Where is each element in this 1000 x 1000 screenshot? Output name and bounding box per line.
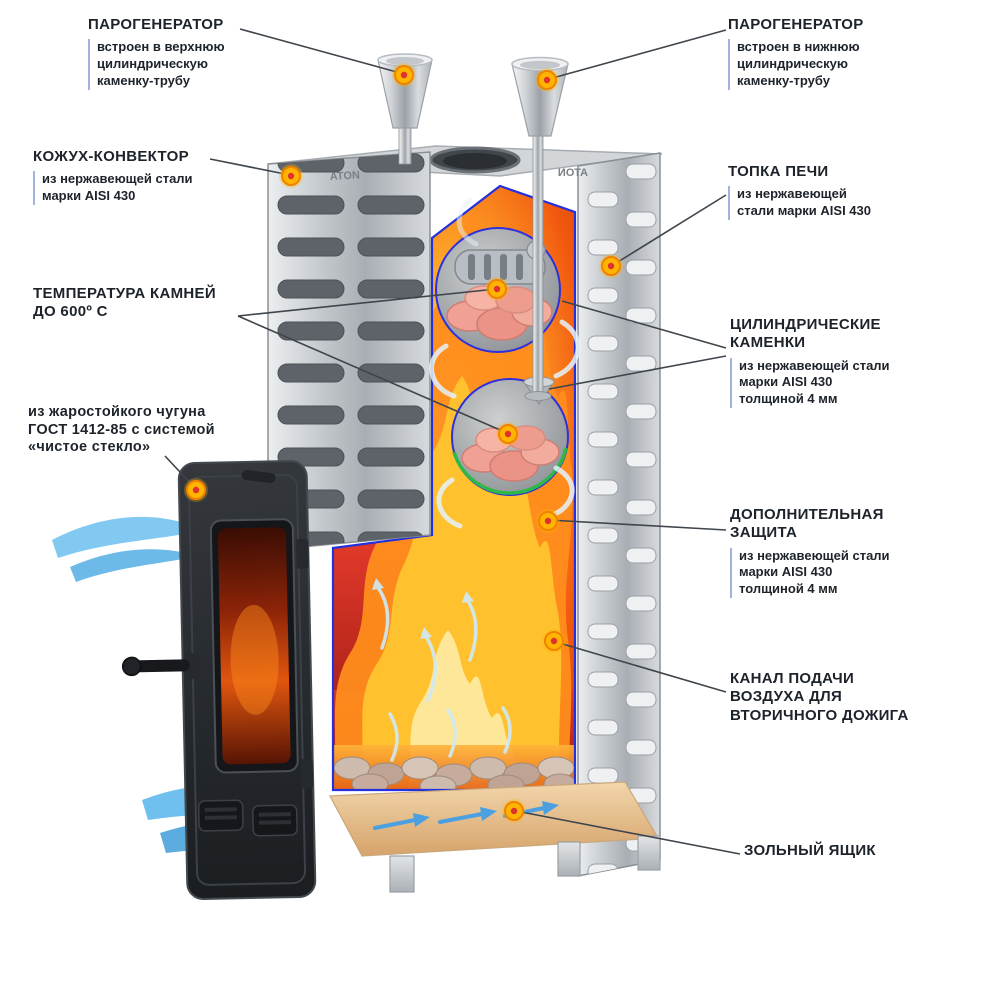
callout-body: из нержавеющей стали марки AISI 430 bbox=[728, 186, 948, 221]
marker-temp-lower bbox=[496, 422, 520, 446]
marker-zolnik bbox=[502, 799, 526, 823]
secondary-air-arrows bbox=[372, 578, 512, 762]
brand-logo-mirrored: ATON bbox=[558, 167, 588, 179]
callout-parogenerator-right: ПАРОГЕНЕРАТОР встроен в нижнюю цилиндрич… bbox=[728, 16, 948, 90]
callout-body: встроен в нижнюю цилиндрическую каменку-… bbox=[728, 39, 948, 90]
point-markers bbox=[184, 63, 623, 823]
callout-body: из нержавеющей стали марки AISI 430 толщ… bbox=[730, 547, 950, 599]
door-handle bbox=[127, 659, 190, 673]
callout-chugun: из жаростойкого чугуна ГОСТ 1412-85 с си… bbox=[28, 404, 268, 457]
door-hinge-bottom bbox=[300, 758, 314, 789]
marker-kanal bbox=[542, 629, 566, 653]
marker-topka bbox=[599, 254, 623, 278]
callout-title: ТОПКА ПЕЧИ bbox=[728, 163, 829, 180]
left-convector-casing: ATON bbox=[267, 151, 431, 551]
door-air-vents bbox=[197, 799, 298, 837]
stove-feet bbox=[389, 835, 661, 893]
door-hinge-top bbox=[296, 538, 309, 569]
callout-kamenki: ЦИЛИНДРИЧЕСКИЕ КАМЕНКИ из нержавеющей ст… bbox=[730, 316, 950, 409]
callout-title: ДОПОЛНИТЕЛЬНАЯ ЗАЩИТА bbox=[730, 506, 884, 542]
marker-chugun-door bbox=[184, 478, 208, 502]
marker-temp-upper bbox=[485, 277, 509, 301]
steam-funnel-right bbox=[511, 56, 569, 137]
callout-body: из нержавеющей стали марки AISI 430 bbox=[33, 171, 253, 206]
steam-wisps bbox=[429, 197, 581, 529]
callout-title: ПАРОГЕНЕРАТОР bbox=[88, 16, 224, 33]
right-perforated-panel: ATON bbox=[558, 152, 661, 877]
callout-zashchita: ДОПОЛНИТЕЛЬНАЯ ЗАЩИТА из нержавеющей ста… bbox=[730, 506, 950, 599]
marker-parogenerator-right bbox=[535, 68, 559, 92]
callout-topka: ТОПКА ПЕЧИ из нержавеющей стали марки AI… bbox=[728, 163, 948, 221]
marker-zashchita bbox=[536, 509, 560, 533]
door-glass bbox=[217, 527, 291, 765]
marker-parogenerator-left bbox=[392, 63, 416, 87]
flame-yellow bbox=[360, 376, 562, 790]
callout-zolnik: ЗОЛЬНЫЙ ЯЩИК bbox=[744, 842, 964, 860]
leader-lines bbox=[164, 28, 741, 855]
callout-title: ЗОЛЬНЫЙ ЯЩИК bbox=[744, 842, 876, 859]
callout-parogenerator-left: ПАРОГЕНЕРАТОР встроен в верхнюю цилиндри… bbox=[88, 16, 288, 90]
marker-kozhuh bbox=[279, 164, 303, 188]
brand-logo: ATON bbox=[330, 169, 361, 183]
steam-funnel-left bbox=[377, 53, 433, 165]
callout-temperatura: ТЕМПЕРАТУРА КАМНЕЙ ДО 600º С bbox=[33, 285, 263, 322]
callout-body: из нержавеющей стали марки AISI 430 толщ… bbox=[730, 357, 950, 409]
callout-title: ПАРОГЕНЕРАТОР bbox=[728, 16, 864, 33]
callout-title: ЦИЛИНДРИЧЕСКИЕ КАМЕНКИ bbox=[730, 316, 881, 352]
sauna-stones-upper bbox=[446, 285, 553, 341]
callout-title: ТЕМПЕРАТУРА КАМНЕЙ ДО 600º С bbox=[33, 285, 216, 321]
callout-kozhuh: КОЖУХ-КОНВЕКТОР из нержавеющей стали мар… bbox=[33, 148, 253, 206]
callout-title: КОЖУХ-КОНВЕКТОР bbox=[33, 148, 189, 165]
cast-iron-door bbox=[121, 460, 317, 900]
callout-kanal: КАНАЛ ПОДАЧИ ВОЗДУХА ДЛЯ ВТОРИЧНОГО ДОЖИ… bbox=[730, 670, 960, 725]
callout-title: КАНАЛ ПОДАЧИ ВОЗДУХА ДЛЯ ВТОРИЧНОГО ДОЖИ… bbox=[730, 670, 909, 724]
callout-body: встроен в верхнюю цилиндрическую каменку… bbox=[88, 39, 288, 90]
callout-title: из жаростойкого чугуна ГОСТ 1412-85 с си… bbox=[28, 404, 215, 456]
